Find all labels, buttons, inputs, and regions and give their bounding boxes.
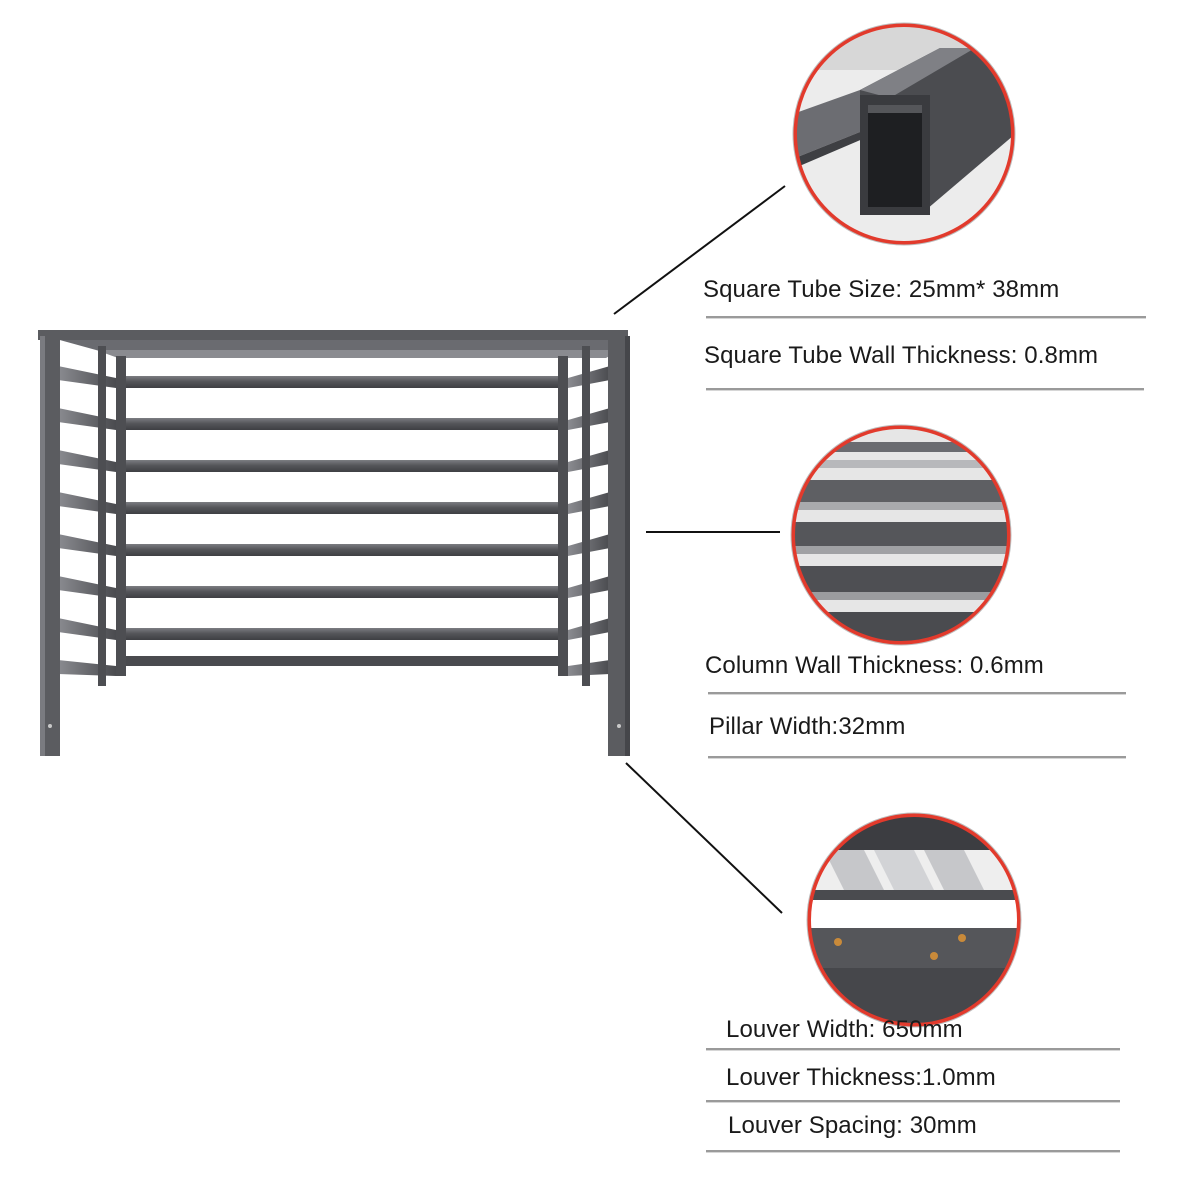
divider <box>706 316 1146 318</box>
louver-slats-closeup-icon <box>790 424 1012 646</box>
divider <box>708 756 1126 758</box>
detail-circle-square-tube <box>790 20 1018 248</box>
divider <box>706 1150 1120 1152</box>
spec-square-tube-size: Square Tube Size: 25mm* 38mm <box>703 276 1060 303</box>
divider <box>706 388 1144 390</box>
leader-line-bottom <box>625 762 783 914</box>
spec-column-wall-thickness: Column Wall Thickness: 0.6mm <box>705 652 1044 679</box>
divider <box>708 692 1126 694</box>
divider <box>706 1048 1120 1050</box>
detail-circle-louver-slats <box>788 422 1014 648</box>
spec-louver-spacing: Louver Spacing: 30mm <box>728 1112 977 1139</box>
square-tube-closeup-icon <box>792 22 1016 246</box>
spec-louver-width: Louver Width: 650mm <box>726 1016 963 1043</box>
spec-square-tube-wall-thickness: Square Tube Wall Thickness: 0.8mm <box>704 342 1099 369</box>
divider <box>706 1100 1120 1102</box>
spec-pillar-width: Pillar Width:32mm <box>709 713 906 740</box>
spec-louver-thickness: Louver Thickness:1.0mm <box>726 1064 996 1091</box>
louver-frame-illustration <box>38 330 630 756</box>
product-image-louver-frame <box>36 326 636 756</box>
detail-circle-louver-joint <box>804 810 1024 1030</box>
louver-joint-closeup-icon <box>806 812 1022 1028</box>
